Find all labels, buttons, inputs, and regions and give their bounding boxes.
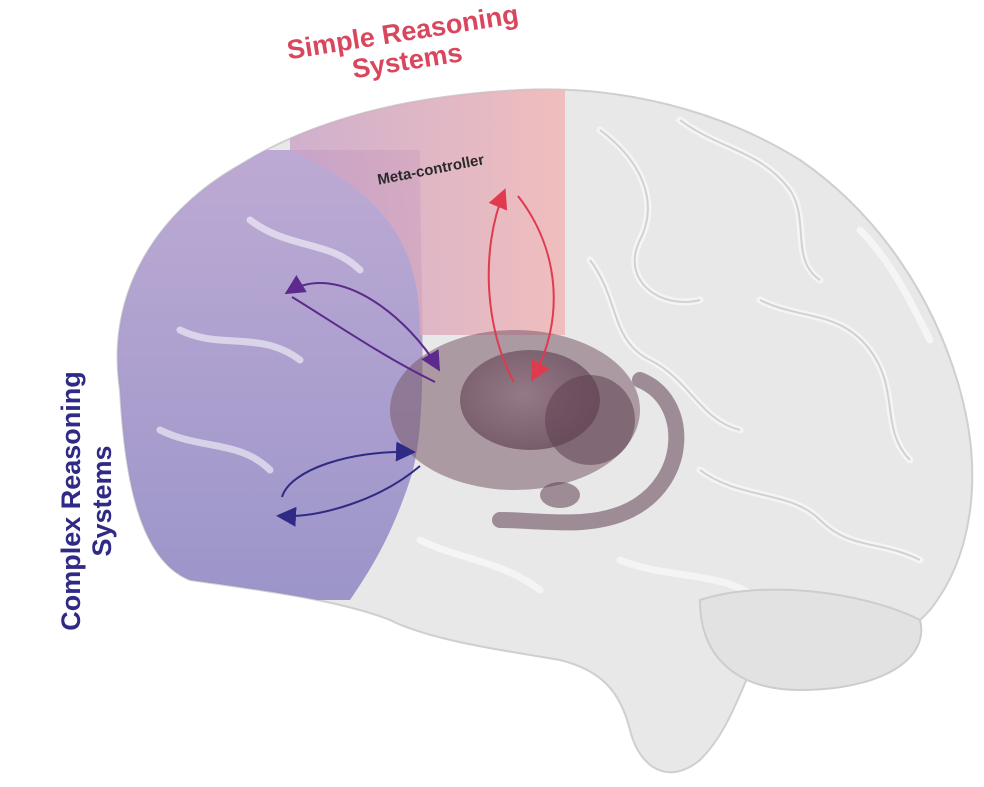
complex-reasoning-label: Complex Reasoning Systems xyxy=(56,336,118,666)
